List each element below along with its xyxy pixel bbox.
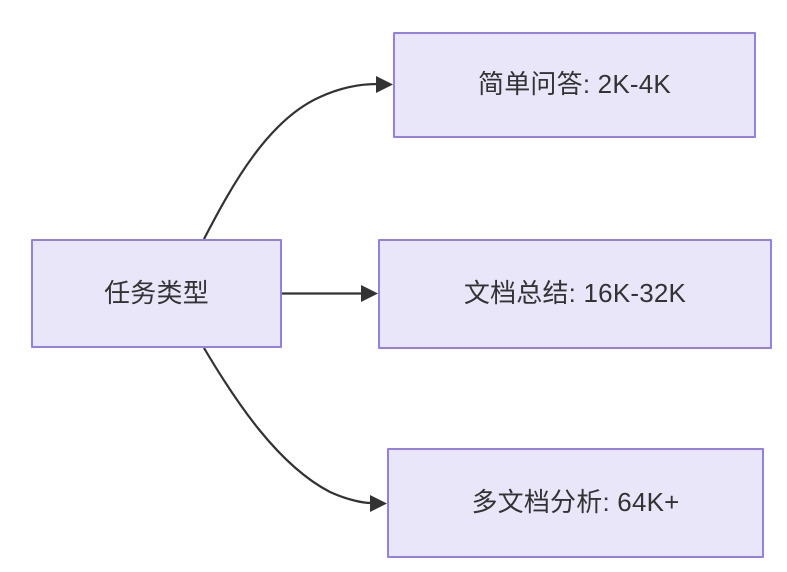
edge-root-to-simple-qa <box>203 76 393 240</box>
node-multi-doc[interactable]: 多文档分析: 64K+ <box>387 448 764 558</box>
edge-root-to-multi-doc <box>203 347 387 512</box>
arrowhead-multi-doc <box>370 495 387 512</box>
arrowhead-doc-summary <box>361 285 378 302</box>
node-doc-summary-label: 文档总结: 16K-32K <box>463 278 687 309</box>
edge-path-simple-qa <box>203 82 378 240</box>
node-multi-doc-label: 多文档分析: 64K+ <box>471 487 680 518</box>
arrowhead-simple-qa <box>376 76 393 93</box>
node-simple-qa-label: 简单问答: 2K-4K <box>478 69 671 100</box>
node-task-type[interactable]: 任务类型 <box>31 239 282 348</box>
node-task-type-label: 任务类型 <box>104 277 209 308</box>
node-doc-summary[interactable]: 文档总结: 16K-32K <box>378 239 772 349</box>
edge-path-multi-doc <box>203 347 372 505</box>
edge-root-to-doc-summary <box>282 285 378 302</box>
node-simple-qa[interactable]: 简单问答: 2K-4K <box>393 32 756 138</box>
